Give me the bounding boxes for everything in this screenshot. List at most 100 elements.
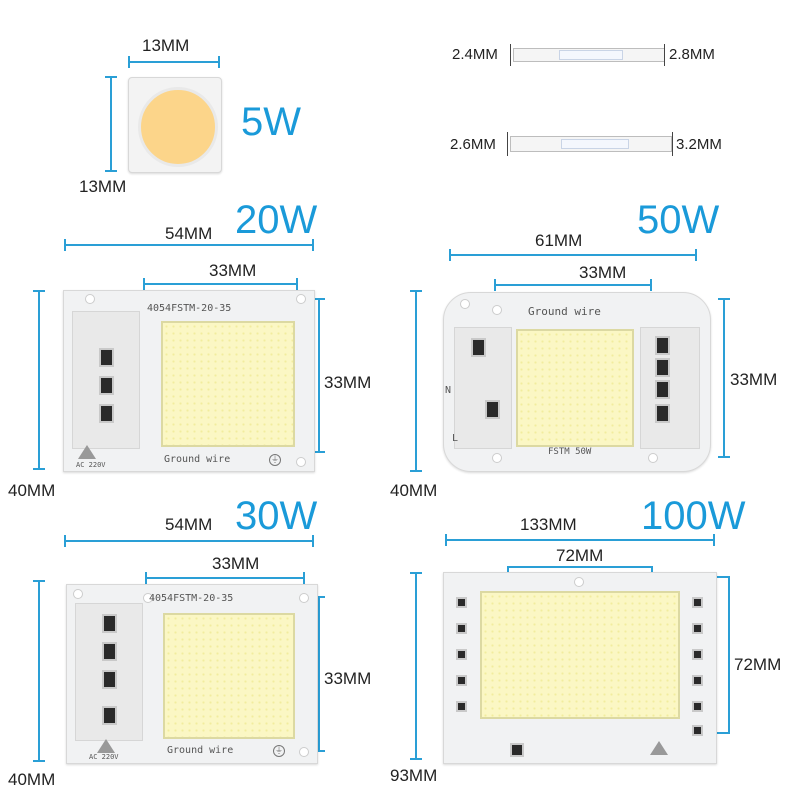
dim-cap [313, 451, 325, 453]
strip-marker [507, 132, 508, 156]
side-resistor [456, 649, 467, 660]
mount-hole [296, 294, 306, 304]
driver-chip [655, 380, 670, 399]
wattage-50w: 50W [637, 198, 720, 242]
model-print: 4054FSTM-20-35 [147, 303, 232, 314]
driver-section [72, 311, 140, 449]
dim-line [145, 577, 305, 579]
side-resistor [692, 649, 703, 660]
dim-30w-board-height: 40MM [8, 770, 56, 789]
mount-hole [85, 294, 95, 304]
dim-line [445, 539, 715, 541]
model-print: 4054FSTM-20-35 [149, 593, 234, 604]
dim-100w-led-height: 72MM [734, 655, 782, 674]
dim-line [318, 596, 320, 752]
dim-cap [695, 249, 697, 261]
cob-board-20w: AC 220V 4054FSTM-20-35 Ground wire ⏚ [63, 290, 315, 472]
cob-led-50w [516, 329, 634, 447]
dim-cap [313, 596, 325, 598]
side-resistor [692, 725, 703, 736]
dim-cap [33, 290, 45, 292]
dim-line [728, 576, 730, 734]
strip2-led [561, 139, 629, 149]
cob-board-30w: AC 220V 4054FSTM-20-35 Ground wire ⏚ [66, 584, 318, 764]
dim-cap [313, 750, 325, 752]
dim-20w-led-width: 33MM [209, 261, 257, 280]
side-resistor [456, 675, 467, 686]
dim-5w-height: 13MM [79, 177, 127, 196]
led-chip-5w [128, 77, 222, 173]
driver-chip [102, 614, 117, 633]
ground-symbol-icon: ⏚ [269, 454, 281, 466]
ground-wire-print: Ground wire [164, 454, 231, 465]
mount-hole [299, 593, 309, 603]
ground-symbol-icon: ⏚ [273, 745, 285, 757]
driver-chip [102, 706, 117, 725]
side-resistor [692, 701, 703, 712]
driver-chip [655, 404, 670, 423]
dim-cap [650, 279, 652, 291]
warning-symbol-icon [97, 739, 115, 753]
model-print: FSTM 50W [548, 447, 592, 457]
dim-cap [410, 470, 422, 472]
dim-30w-led-height: 33MM [324, 669, 372, 688]
dim-cap [494, 279, 496, 291]
warning-symbol-icon [78, 445, 96, 459]
cob-board-50w: Ground wire N L FSTM 50W [443, 292, 711, 472]
dim-100w-board-width: 133MM [520, 515, 577, 534]
dim-cap [303, 572, 305, 584]
dim-line [64, 244, 314, 246]
dim-line [449, 254, 697, 256]
dim-line [143, 283, 298, 285]
driver-chip [510, 743, 524, 757]
dim-line [38, 580, 40, 762]
dim-cap [64, 535, 66, 547]
dim-50w-led-height: 33MM [730, 370, 778, 389]
dim-5w-width: 13MM [142, 36, 190, 55]
dim-line [415, 290, 417, 472]
cob-led-20w [161, 321, 295, 447]
driver-section-left [454, 327, 512, 449]
dim-cap [105, 170, 117, 172]
dim-50w-led-width: 33MM [579, 263, 627, 282]
mount-hole [73, 589, 83, 599]
warm-led-phosphor [138, 87, 218, 167]
mount-hole [492, 305, 502, 315]
dim-20w-board-height: 40MM [8, 481, 56, 500]
dim-cap [716, 732, 728, 734]
driver-chip [99, 348, 114, 367]
dim-cap [445, 534, 447, 546]
wattage-30w: 30W [235, 494, 318, 538]
dim-line [415, 572, 417, 760]
strip1-left-thickness: 2.4MM [452, 46, 498, 63]
strip-marker [510, 44, 511, 66]
cob-led-100w [480, 591, 680, 719]
strip-marker [672, 132, 673, 156]
cob-board-100w [443, 572, 717, 764]
wattage-100w: 100W [641, 494, 746, 538]
dim-20w-board-width: 54MM [165, 224, 213, 243]
dim-cap [410, 572, 422, 574]
dim-cap [128, 56, 130, 68]
mount-hole [460, 299, 470, 309]
dim-cap [143, 278, 145, 290]
dim-30w-led-width: 33MM [212, 554, 260, 573]
dim-line [64, 540, 314, 542]
driver-section-right [640, 327, 700, 449]
strip1-right-thickness: 2.8MM [669, 46, 715, 63]
dim-100w-led-width: 72MM [556, 546, 604, 565]
dim-100w-board-height: 93MM [390, 766, 438, 785]
dim-cap [312, 535, 314, 547]
strip2-right-thickness: 3.2MM [676, 136, 722, 153]
dim-50w-board-height: 40MM [390, 481, 438, 500]
dim-20w-led-height: 33MM [324, 373, 372, 392]
dim-cap [410, 758, 422, 760]
side-resistor [456, 623, 467, 634]
driver-chip [102, 642, 117, 661]
wattage-20w: 20W [235, 198, 318, 242]
dim-cap [64, 239, 66, 251]
strip1-profile [513, 48, 665, 62]
dim-30w-board-width: 54MM [165, 515, 213, 534]
driver-chip [485, 400, 500, 419]
dim-line [507, 566, 653, 568]
